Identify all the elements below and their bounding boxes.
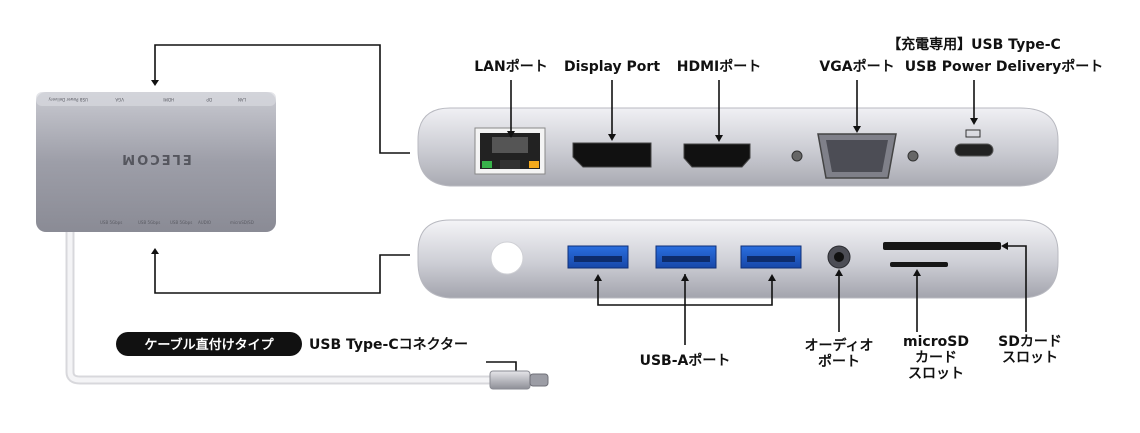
microsd-card-slot bbox=[890, 262, 948, 267]
cable-connector-label: USB Type-Cコネクター bbox=[309, 337, 468, 353]
callout-lines bbox=[486, 80, 1027, 372]
svg-text:USB 5Gbps: USB 5Gbps bbox=[100, 220, 122, 225]
label-usb-a-port: USB-Aポート bbox=[640, 352, 731, 369]
label-microsd-line1: microSD bbox=[903, 334, 969, 350]
svg-text:USB 5Gbps: USB 5Gbps bbox=[138, 220, 160, 225]
label-lan-port: LANポート bbox=[474, 58, 547, 75]
svg-text:HDMI: HDMI bbox=[163, 97, 174, 102]
usb-c-plug bbox=[489, 370, 549, 390]
usb-a-port-2 bbox=[655, 245, 717, 269]
usb-a-port-3 bbox=[740, 245, 802, 269]
sd-card-slot bbox=[883, 242, 1001, 250]
lan-led-green-icon bbox=[482, 161, 492, 168]
hub-body bbox=[36, 92, 276, 232]
label-microsd-line3: スロット bbox=[908, 366, 964, 382]
label-usbc-line2: USB Power Deliveryポート bbox=[905, 58, 1103, 75]
label-microsd-line2: カード bbox=[915, 350, 957, 366]
vga-screw-right-icon bbox=[907, 150, 919, 162]
hub-side-view-top bbox=[417, 107, 1059, 187]
hub-port-marks-top: USB Power Delivery VGA HDMI DP LAN bbox=[48, 97, 246, 102]
power-delivery-icon bbox=[965, 129, 981, 138]
vga-screw-left-icon bbox=[791, 150, 803, 162]
hub-port-marks-bottom: USB 5Gbps USB 5Gbps USB 5Gbps AUDIO micr… bbox=[100, 220, 254, 225]
hub-button bbox=[490, 241, 524, 275]
usb-c-pd-port bbox=[954, 129, 994, 157]
label-sd-line2: スロット bbox=[1002, 350, 1058, 366]
svg-text:LAN: LAN bbox=[238, 97, 246, 102]
label-usbc-line1: 【充電専用】USB Type-C bbox=[887, 36, 1061, 53]
callout-line-top bbox=[154, 44, 410, 154]
vga-port bbox=[791, 133, 919, 179]
label-display-port: Display Port bbox=[564, 59, 660, 75]
hub-top-view: ELECOM USB Power Delivery VGA HDMI DP LA… bbox=[36, 92, 276, 232]
usb-a-port-1 bbox=[567, 245, 629, 269]
hdmi-port bbox=[683, 143, 751, 168]
hub-brand-logo: ELECOM bbox=[120, 151, 192, 166]
label-audio-line1: オーディオ bbox=[804, 337, 873, 354]
label-audio-line2: ポート bbox=[818, 353, 860, 370]
cable-badge bbox=[116, 332, 302, 356]
svg-text:AUDIO: AUDIO bbox=[198, 220, 211, 225]
callout-line-bottom bbox=[154, 252, 410, 294]
svg-text:USB Power Delivery: USB Power Delivery bbox=[48, 97, 88, 102]
hub-side-view-bottom bbox=[417, 219, 1059, 299]
svg-text:USB 5Gbps: USB 5Gbps bbox=[170, 220, 192, 225]
cable-badge-text: ケーブル直付けタイプ bbox=[144, 337, 274, 353]
audio-jack bbox=[827, 245, 851, 269]
svg-text:microSD/SD: microSD/SD bbox=[230, 220, 254, 225]
displayport-port bbox=[572, 142, 652, 168]
svg-text:DP: DP bbox=[206, 97, 212, 102]
lan-led-orange-icon bbox=[529, 161, 539, 168]
label-sd-line1: SDカード bbox=[998, 334, 1062, 350]
label-hdmi-port: HDMIポート bbox=[677, 58, 761, 75]
label-vga-port: VGAポート bbox=[819, 58, 894, 75]
svg-text:VGA: VGA bbox=[115, 97, 124, 102]
